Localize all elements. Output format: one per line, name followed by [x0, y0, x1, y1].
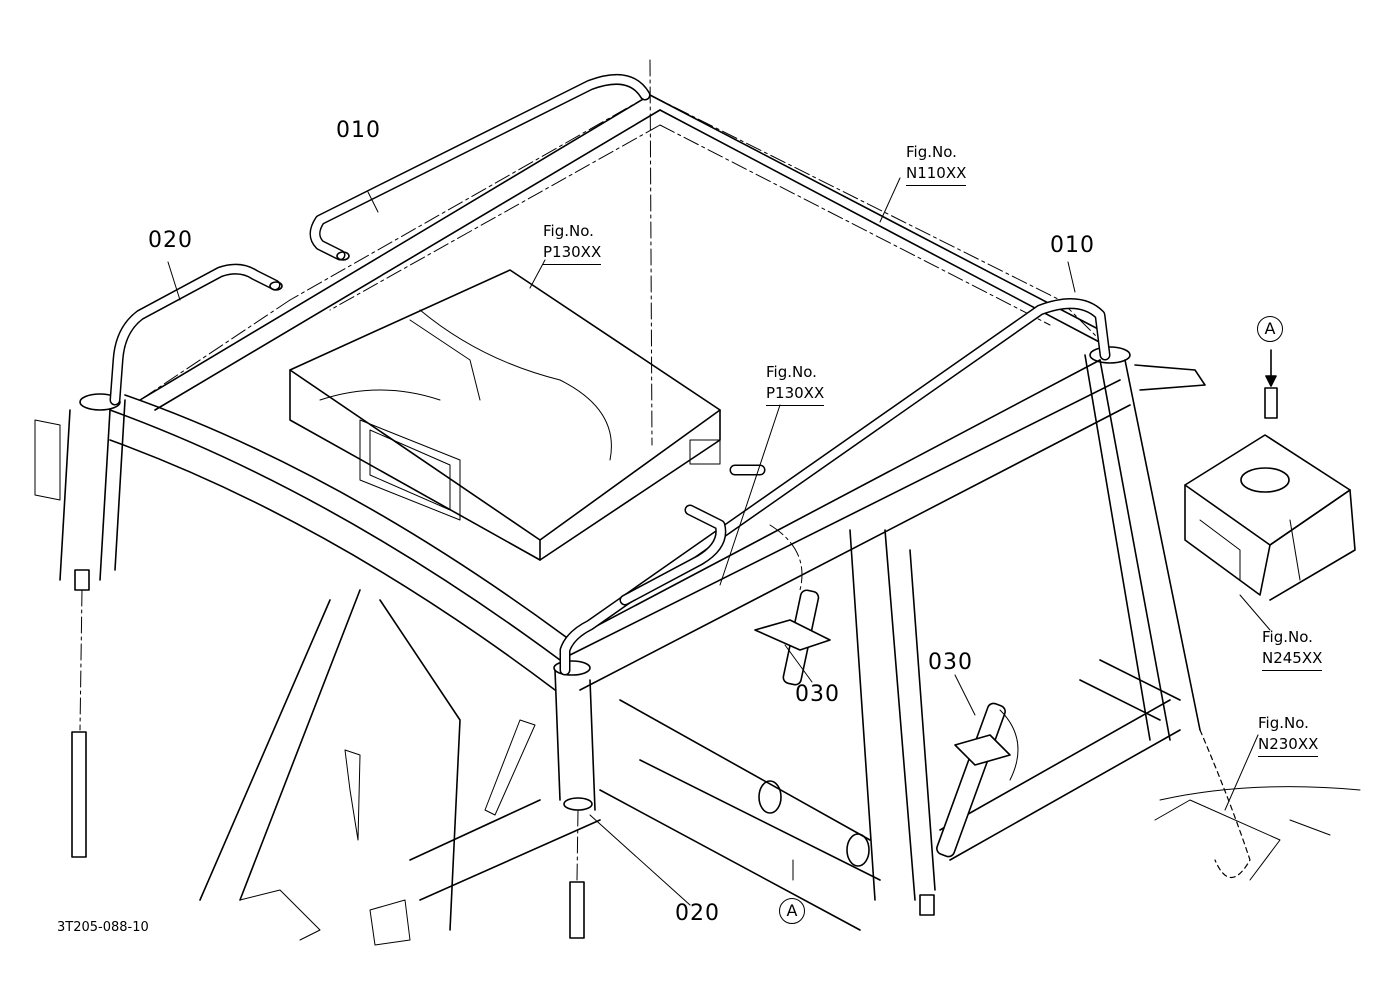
center-post	[553, 660, 596, 939]
hvac-unit	[289, 269, 721, 561]
fig-ref-n245-number: N245XX	[1262, 648, 1323, 671]
fig-ref-n230: Fig.No. N230XX	[1258, 713, 1319, 757]
center-axis-line	[649, 59, 653, 446]
rear-beam	[139, 94, 1106, 411]
fender-n230	[1154, 786, 1361, 881]
part-030-clamp-right	[936, 702, 1019, 858]
right-post	[1084, 346, 1251, 879]
part-label-030-center: 030	[795, 682, 840, 707]
fig-ref-n230-label: Fig.No.	[1258, 714, 1309, 732]
fig-ref-p130-mid: Fig.No. P130XX	[766, 362, 825, 406]
fig-ref-p130-mid-label: Fig.No.	[766, 363, 817, 381]
drawing-code: 3T205-088-10	[57, 920, 149, 935]
fig-ref-p130-mid-number: P130XX	[766, 383, 825, 406]
fig-ref-p130-top-number: P130XX	[543, 242, 602, 265]
mounting-bracket-n245	[1184, 349, 1356, 601]
part-010-right-handrail	[559, 298, 1111, 676]
right-support-post	[849, 529, 936, 916]
part-label-010-right: 010	[1050, 233, 1095, 258]
fig-ref-n110-label: Fig.No.	[906, 143, 957, 161]
part-label-020-bottom: 020	[675, 901, 720, 926]
leader-lines	[167, 177, 1271, 906]
fig-ref-p130-top-label: Fig.No.	[543, 222, 594, 240]
fig-ref-n245: Fig.No. N245XX	[1262, 627, 1323, 671]
part-label-020-left: 020	[148, 228, 193, 253]
part-label-030-right: 030	[928, 650, 973, 675]
fig-ref-n110-number: N110XX	[906, 163, 967, 186]
part-label-010-top: 010	[336, 118, 381, 143]
roof-frame-outline	[139, 94, 1101, 401]
callout-a-right: A	[1257, 316, 1283, 342]
callout-a-bottom: A	[779, 898, 805, 924]
part-030-clamp-center	[754, 524, 831, 686]
fig-ref-p130-top: Fig.No. P130XX	[543, 221, 602, 265]
left-post	[34, 393, 126, 858]
fig-ref-n245-label: Fig.No.	[1262, 628, 1313, 646]
front-cross-beam	[109, 359, 1131, 691]
fig-ref-n230-number: N230XX	[1258, 734, 1319, 757]
part-020-center-pipe	[619, 464, 766, 606]
part-020-left-handrail	[109, 263, 283, 406]
fig-ref-n110: Fig.No. N110XX	[906, 142, 967, 186]
part-010-top-handrail	[309, 73, 651, 261]
lower-frame	[199, 589, 1181, 946]
